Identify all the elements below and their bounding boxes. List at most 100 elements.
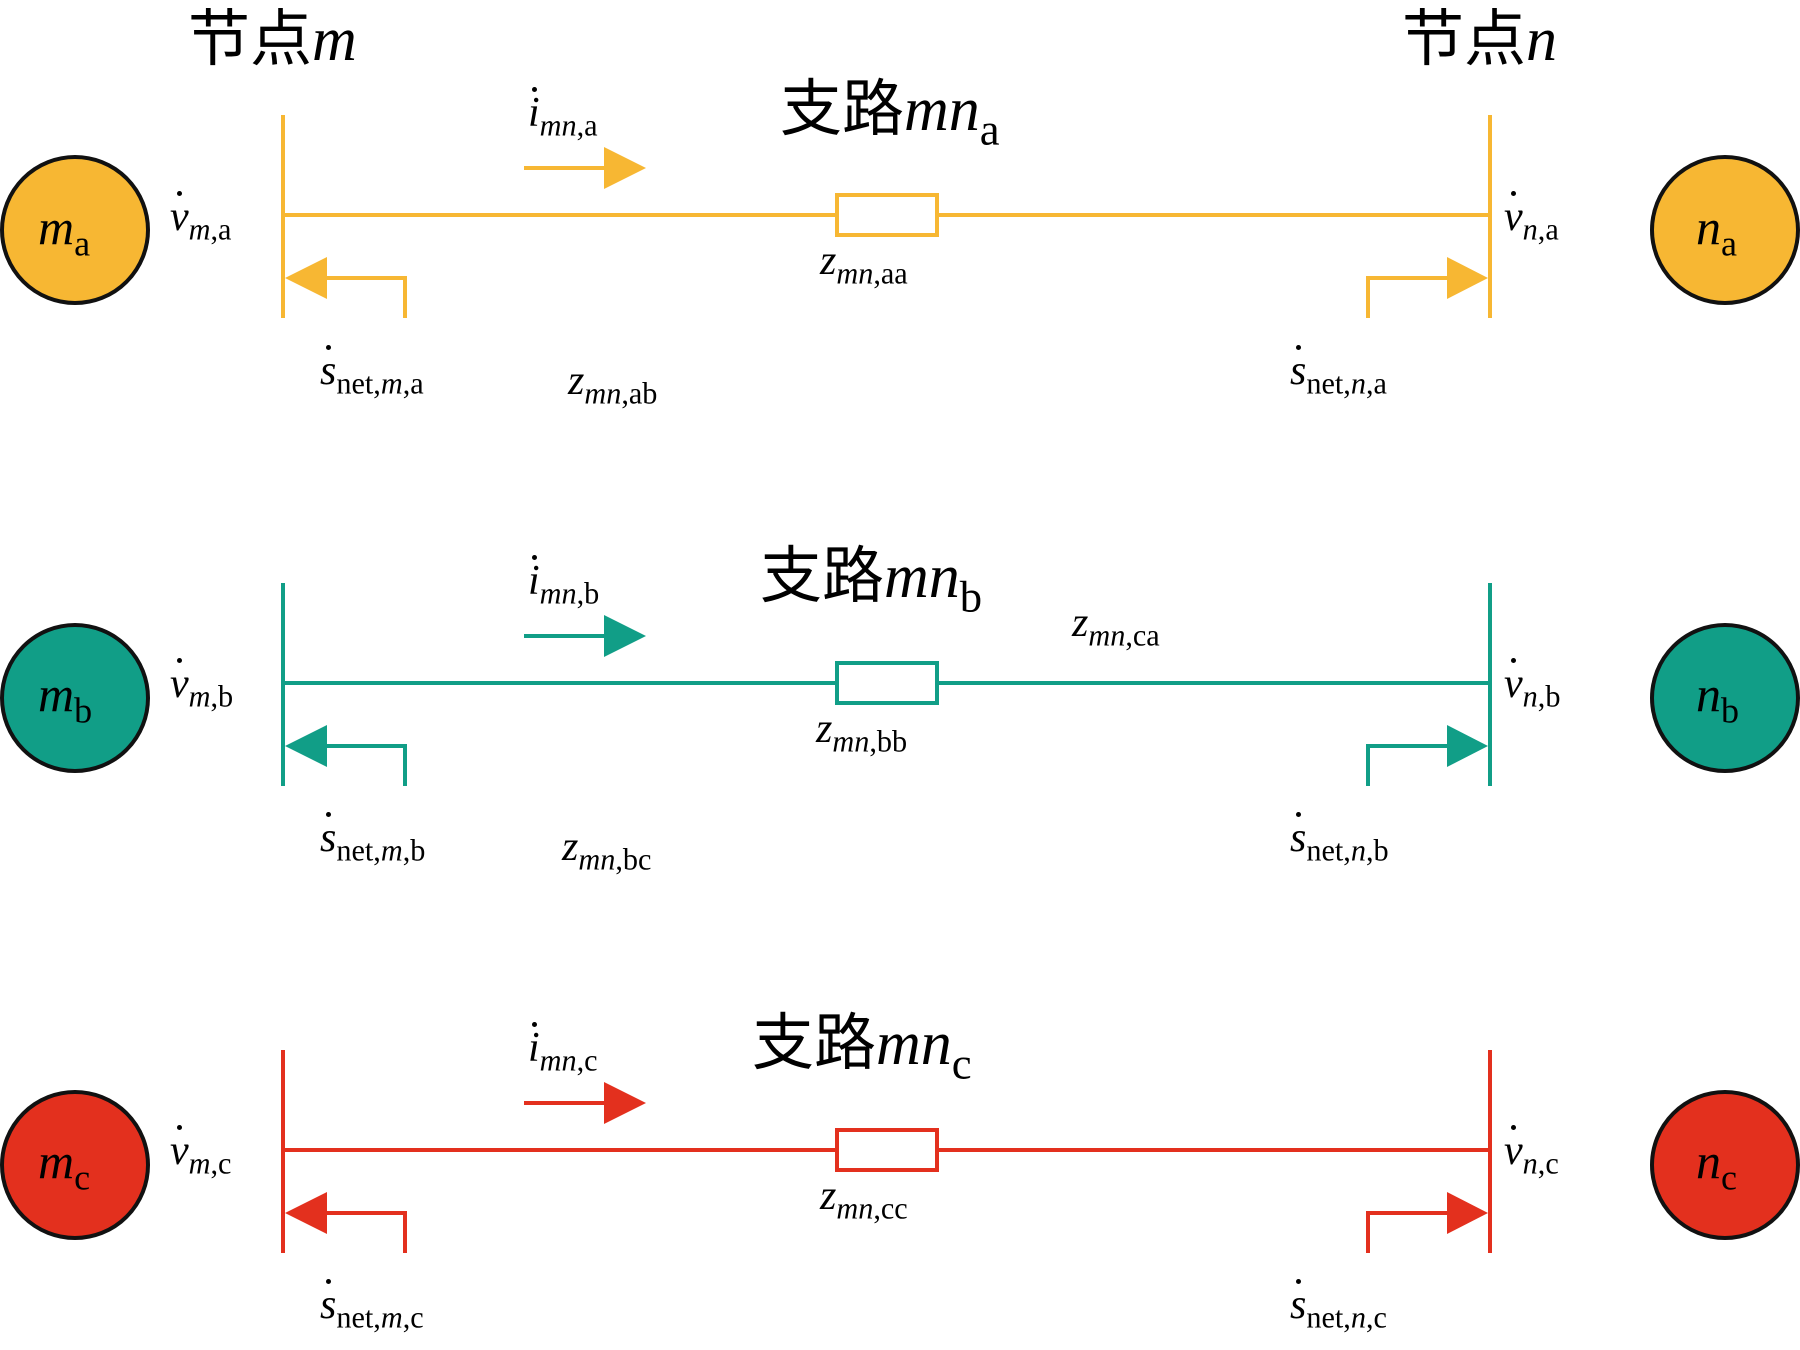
- impedance-self-label-a: zmn,aa: [820, 240, 908, 289]
- sub-italic: n: [1522, 1146, 1538, 1181]
- circle-sub: a: [1721, 223, 1737, 264]
- phase-a-group: [0, 115, 1800, 318]
- sub-italic: m: [380, 366, 403, 401]
- power-m-arrow-head: [285, 1192, 327, 1234]
- sub-italic: n: [1350, 366, 1366, 401]
- current-arrow-head: [604, 147, 646, 189]
- power-symbol: s: [320, 815, 337, 861]
- branch-symbol: mn: [904, 76, 980, 144]
- sub-text: ,ab: [621, 376, 658, 411]
- sub-italic: mn: [584, 376, 622, 411]
- voltage-symbol: v: [170, 194, 189, 240]
- power-symbol: s: [320, 1282, 337, 1328]
- circle-symbol: m: [38, 199, 75, 255]
- branch-symbol: mn: [876, 1010, 952, 1078]
- sub-italic: mn: [539, 1043, 577, 1078]
- sub-text: net,: [336, 833, 381, 868]
- voltage-m-label-b: vm,b: [170, 663, 233, 712]
- sub-italic: mn: [539, 576, 577, 611]
- current-symbol: i: [528, 90, 540, 136]
- voltage-symbol: v: [170, 1128, 189, 1174]
- sub-text: ,a: [210, 212, 232, 247]
- circle-m-label-a: ma: [38, 202, 90, 262]
- voltage-m-label-a: vm,a: [170, 196, 231, 245]
- voltage-symbol: v: [1504, 1128, 1523, 1174]
- power-n-label-a: snet,n,a: [1290, 350, 1387, 399]
- impedance-mutual-label-ab: zmn,ab: [568, 360, 657, 409]
- circle-n-label-a: na: [1696, 202, 1737, 262]
- node-n-circle: [1650, 623, 1800, 773]
- impedance-mutual-label-bc: zmn,bc: [562, 826, 651, 875]
- node-n-circle: [1650, 1090, 1800, 1240]
- impedance-box: [835, 1128, 939, 1172]
- impedance-symbol: z: [820, 1173, 837, 1219]
- sub-text: ,c: [576, 1043, 598, 1078]
- voltage-m-label-c: vm,c: [170, 1130, 231, 1179]
- power-m-arrow-head: [285, 725, 327, 767]
- voltage-n-label-a: vn,a: [1504, 196, 1559, 245]
- impedance-symbol: z: [816, 706, 833, 752]
- power-n-arrow-shaft: [1366, 744, 1450, 786]
- sub-text: ,b: [210, 679, 234, 714]
- current-label-a: imn,a: [528, 92, 598, 141]
- node-n-title: 节点n: [1402, 8, 1557, 72]
- power-n-arrow-shaft: [1366, 276, 1450, 318]
- impedance-symbol: z: [820, 238, 837, 284]
- current-symbol: i: [528, 1025, 540, 1071]
- impedance-symbol: z: [568, 358, 585, 404]
- circle-sub: a: [74, 223, 91, 264]
- phase-b-group: [0, 583, 1800, 786]
- impedance-box: [835, 193, 939, 237]
- power-symbol: s: [1290, 815, 1307, 861]
- power-n-arrow-shaft: [1366, 1211, 1450, 1253]
- branch-title-b: 支路mnb: [760, 545, 982, 619]
- sub-italic: mn: [836, 1191, 874, 1226]
- circle-sub: c: [1721, 1157, 1737, 1198]
- sub-text: ,b: [1365, 833, 1389, 868]
- sub-text: net,: [1306, 833, 1351, 868]
- voltage-n-label-b: vn,b: [1504, 663, 1560, 712]
- circle-symbol: n: [1696, 1133, 1721, 1189]
- circle-sub: c: [74, 1157, 91, 1198]
- power-m-label-a: snet,m,a: [320, 350, 424, 399]
- power-symbol: s: [320, 348, 337, 394]
- sub-italic: m: [188, 1146, 211, 1181]
- node-m-circle: [0, 155, 150, 305]
- sub-italic: mn: [1088, 618, 1126, 653]
- sub-text: ,b: [576, 576, 600, 611]
- impedance-symbol: z: [1072, 600, 1089, 646]
- circle-n-label-b: nb: [1696, 669, 1739, 729]
- branch-prefix: 支路: [752, 1006, 877, 1079]
- sub-text: ,ca: [1125, 618, 1160, 653]
- node-m-symbol: m: [312, 6, 357, 74]
- current-arrow-head: [604, 1082, 646, 1124]
- sub-text: ,c: [402, 1300, 424, 1335]
- branch-sub: a: [979, 104, 1000, 155]
- node-n-prefix: 节点: [1402, 2, 1527, 75]
- branch-prefix: 支路: [760, 539, 885, 612]
- power-n-arrow-head: [1447, 257, 1488, 299]
- sub-italic: m: [380, 833, 403, 868]
- sub-text: ,b: [1537, 679, 1561, 714]
- power-m-label-b: snet,m,b: [320, 817, 425, 866]
- node-m-circle: [0, 1090, 150, 1240]
- power-m-label-c: snet,m,c: [320, 1284, 424, 1333]
- sub-italic: m: [380, 1300, 403, 1335]
- voltage-symbol: v: [1504, 194, 1523, 240]
- branch-prefix: 支路: [780, 72, 905, 145]
- sub-italic: mn: [832, 724, 870, 759]
- circle-sub: b: [1721, 690, 1739, 731]
- sub-italic: n: [1350, 833, 1366, 868]
- impedance-symbol: z: [562, 824, 579, 870]
- current-label-c: imn,c: [528, 1027, 598, 1076]
- sub-text: net,: [336, 366, 381, 401]
- branch-sub: c: [951, 1038, 972, 1089]
- sub-italic: mn: [578, 842, 616, 877]
- sub-italic: n: [1522, 679, 1538, 714]
- circle-m-label-c: mc: [38, 1136, 90, 1196]
- impedance-mutual-label-ca: zmn,ca: [1072, 602, 1160, 651]
- circle-symbol: n: [1696, 666, 1721, 722]
- voltage-symbol: v: [170, 661, 189, 707]
- circle-sub: b: [74, 690, 93, 731]
- sub-italic: n: [1350, 1300, 1366, 1335]
